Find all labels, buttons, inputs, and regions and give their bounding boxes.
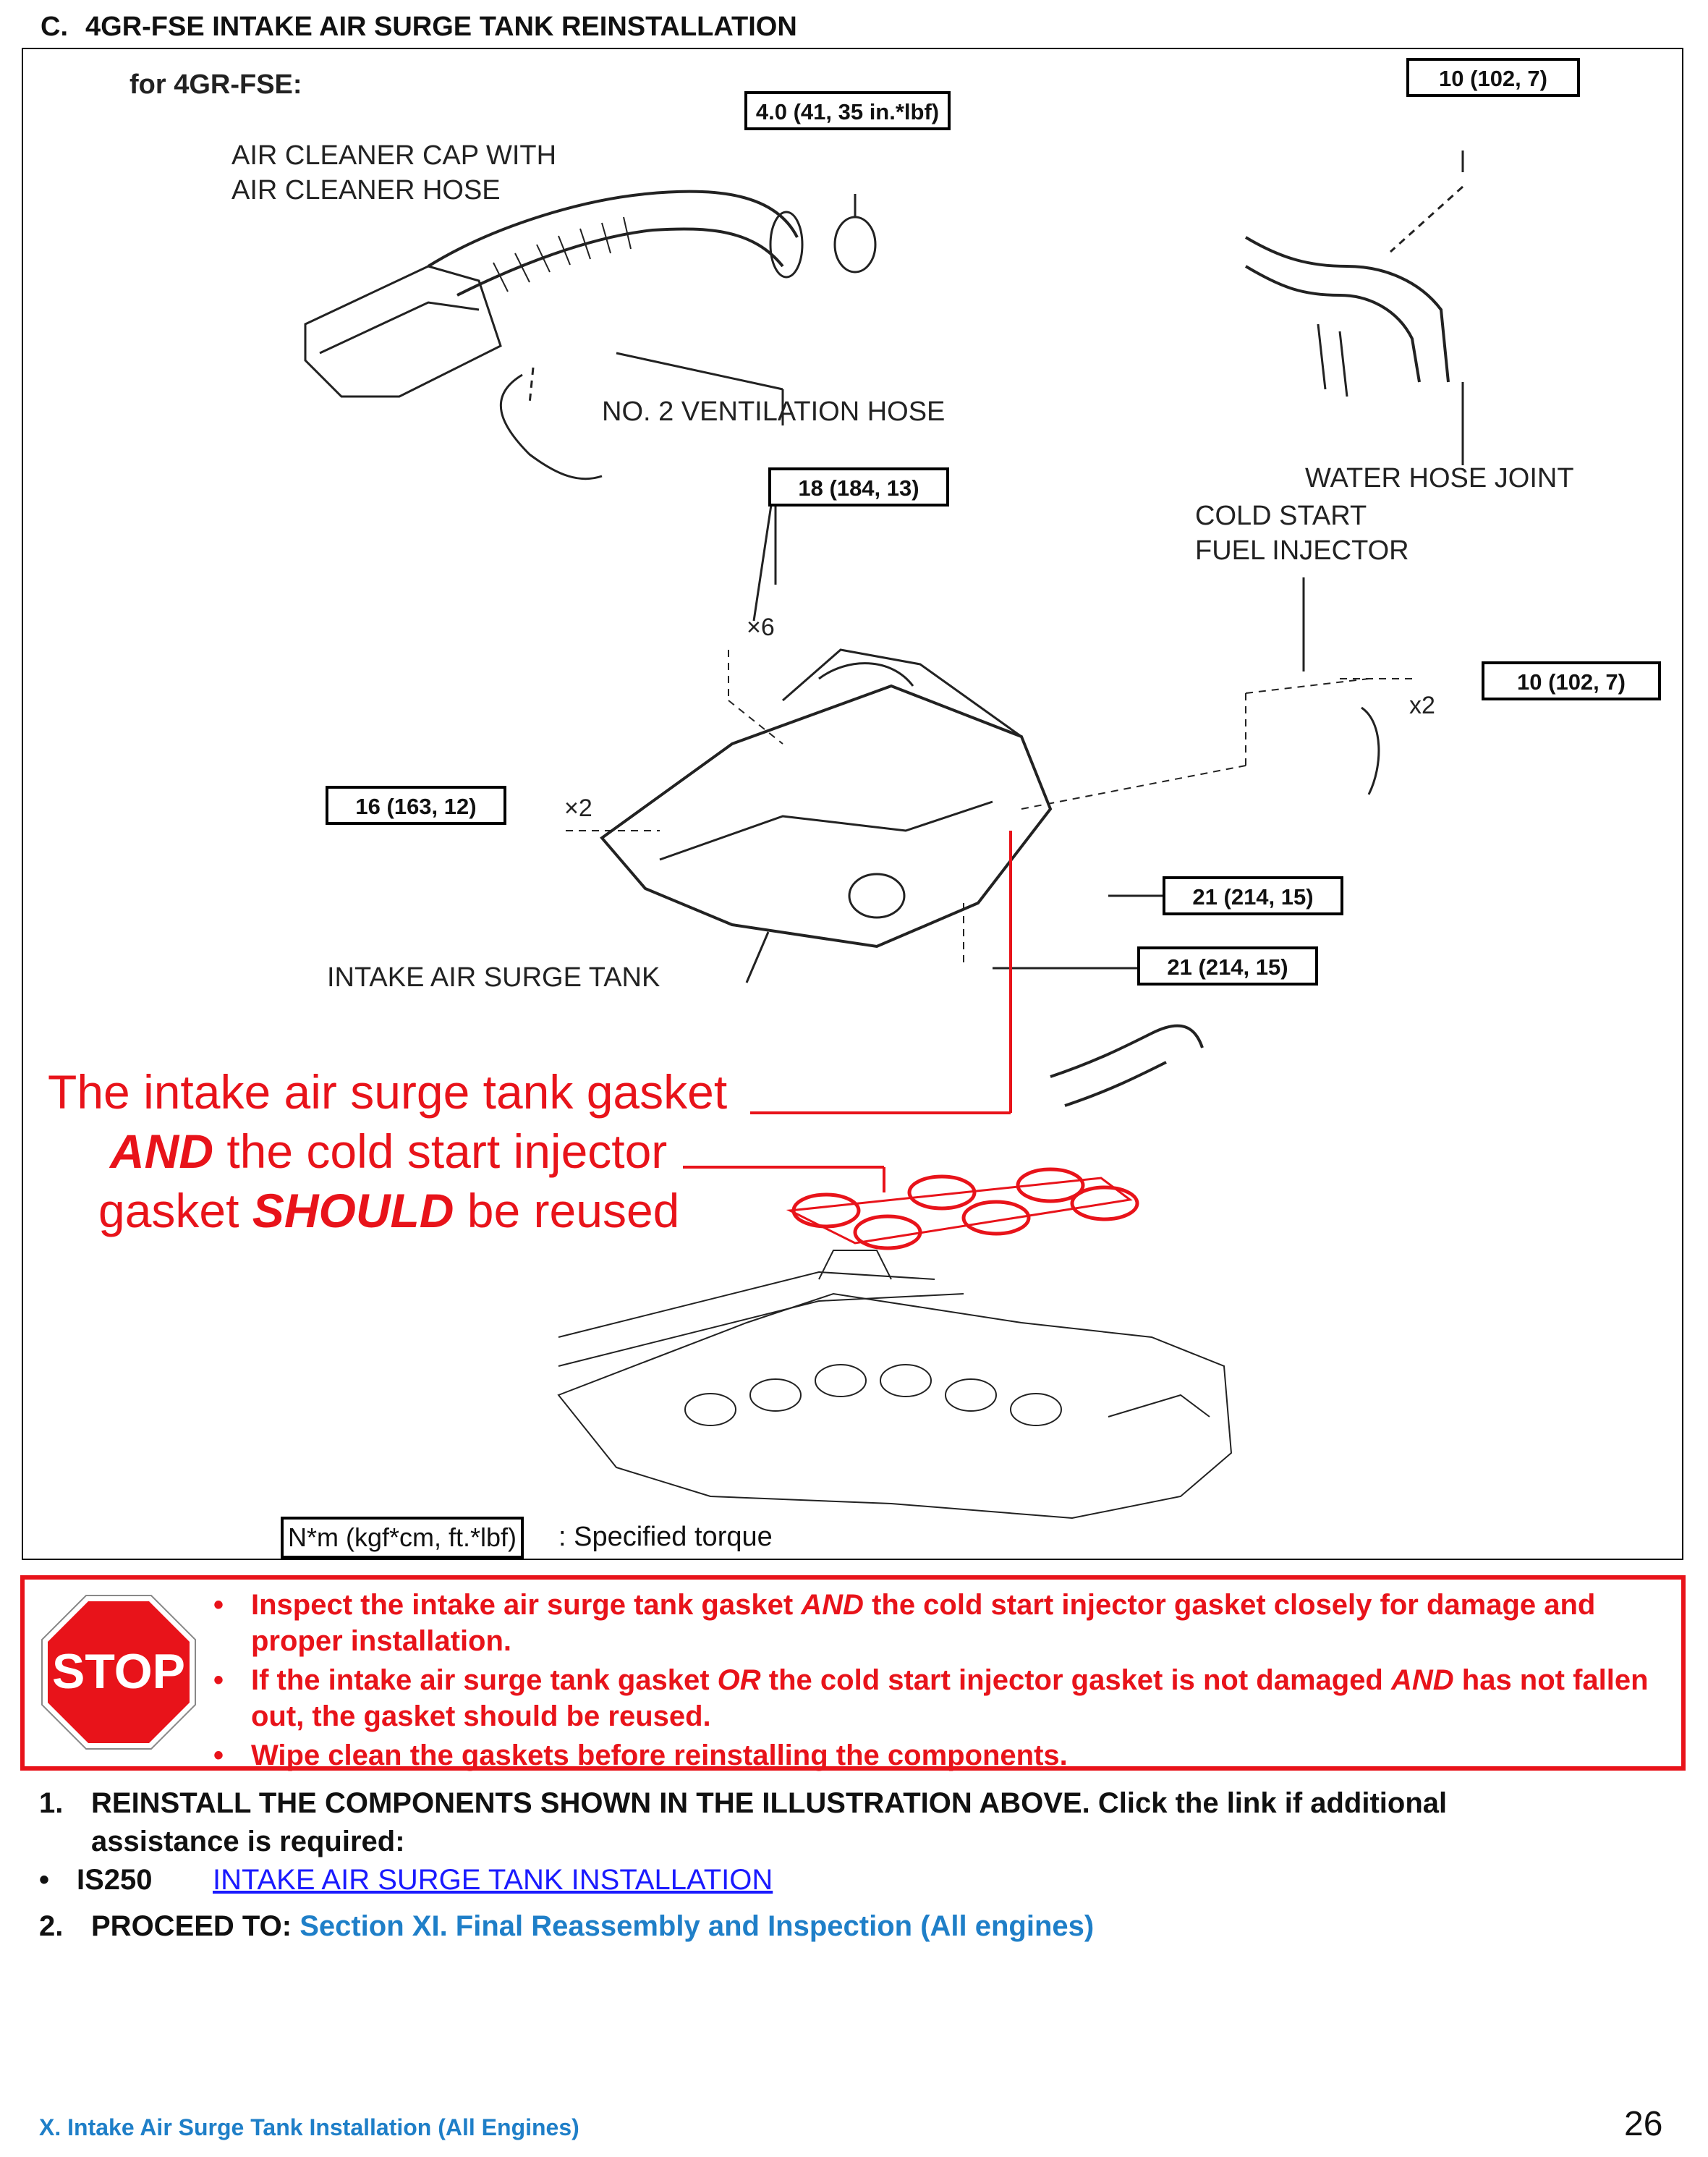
- bullet-dot: •: [39, 1864, 50, 1896]
- quantity-x2-right: x2: [1409, 692, 1435, 719]
- red-note-line-2: AND the cold start injector: [110, 1124, 668, 1178]
- engine-label: for 4GR-FSE:: [129, 69, 302, 100]
- intake-surge-tank-label: INTAKE AIR SURGE TANK: [327, 962, 660, 993]
- page-number: 26: [1624, 2105, 1663, 2143]
- torque-callout-water-hose: 10 (102, 7): [1406, 58, 1580, 97]
- gasket-drawing: [786, 1167, 1139, 1250]
- figure-drawing: [304, 151, 1464, 1520]
- red-indicator-lines: [683, 831, 1012, 1192]
- red-note-line-3: gasket SHOULD be reused: [98, 1184, 680, 1237]
- footer-section-title: X. Intake Air Surge Tank Installation (A…: [39, 2114, 579, 2140]
- quantity-x6: ×6: [747, 614, 775, 641]
- torque-callout-nuts: 16 (163, 12): [326, 786, 506, 825]
- stop-item-2: If the intake air surge tank gasket OR t…: [209, 1662, 1678, 1734]
- surge-tank-drawing: [600, 684, 1053, 949]
- red-note-line-1: The intake air surge tank gasket: [48, 1065, 728, 1119]
- torque-callout-bracket-2: 21 (214, 15): [1137, 946, 1318, 986]
- quantity-x2-left: ×2: [564, 794, 592, 822]
- section-title: C. 4GR-FSE INTAKE AIR SURGE TANK REINSTAL…: [41, 12, 797, 43]
- link-bullet-row: • IS250 INTAKE AIR SURGE TANK INSTALLATION: [39, 1864, 773, 1897]
- section-letter: C.: [41, 12, 68, 42]
- torque-callout-clamp: 4.0 (41, 35 in.*lbf): [744, 91, 951, 130]
- final-reassembly-link[interactable]: Section XI. Final Reassembly and Inspect…: [299, 1910, 1095, 1942]
- torque-callout-injector: 10 (102, 7): [1482, 661, 1661, 700]
- step-1: 1. REINSTALL THE COMPONENTS SHOWN IN THE …: [39, 1787, 1447, 1820]
- surge-tank-installation-link[interactable]: INTAKE AIR SURGE TANK INSTALLATION: [213, 1864, 773, 1896]
- step-1-number: 1.: [39, 1787, 64, 1819]
- ventilation-hose-label: NO. 2 VENTILATION HOSE: [602, 397, 946, 427]
- stop-sign-icon: STOP: [41, 1595, 196, 1750]
- torque-legend-text: : Specified torque: [558, 1522, 773, 1552]
- torque-callout-surge-bolts: 18 (184, 13): [768, 467, 949, 507]
- torque-legend-box: N*m (kgf*cm, ft.*lbf): [281, 1517, 524, 1559]
- step-2-number: 2.: [39, 1910, 64, 1942]
- stop-instructions-list: Inspect the intake air surge tank gasket…: [209, 1587, 1678, 1776]
- step-1-text: REINSTALL THE COMPONENTS SHOWN IN THE IL…: [91, 1787, 1448, 1819]
- cold-start-injector-label: COLD START FUEL INJECTOR: [1195, 501, 1409, 566]
- torque-callout-bracket-1: 21 (214, 15): [1163, 876, 1343, 915]
- air-cleaner-label: AIR CLEANER CAP WITH AIR CLEANER HOSE: [231, 140, 557, 205]
- model-label: IS250: [77, 1864, 153, 1896]
- illustration-figure: for 4GR-FSE: 4.0 (41, 35 in.*lbf) 10 (10…: [22, 48, 1683, 1560]
- water-hose-joint-label: WATER HOSE JOINT: [1305, 463, 1574, 493]
- stop-item-1: Inspect the intake air surge tank gasket…: [209, 1587, 1678, 1659]
- step-2-label: PROCEED TO:: [91, 1910, 300, 1942]
- section-title-text: 4GR-FSE INTAKE AIR SURGE TANK REINSTALLA…: [85, 12, 797, 42]
- step-1-continuation: assistance is required:: [91, 1826, 405, 1857]
- stop-warning-panel: STOP Inspect the intake air surge tank g…: [20, 1575, 1686, 1774]
- stop-item-3: Wipe clean the gaskets before reinstalli…: [209, 1737, 1678, 1774]
- air-cleaner-cap-drawing: [304, 265, 502, 398]
- step-2: 2. PROCEED TO: Section XI. Final Reassemb…: [39, 1910, 1094, 1943]
- stop-sign-text: STOP: [52, 1644, 185, 1699]
